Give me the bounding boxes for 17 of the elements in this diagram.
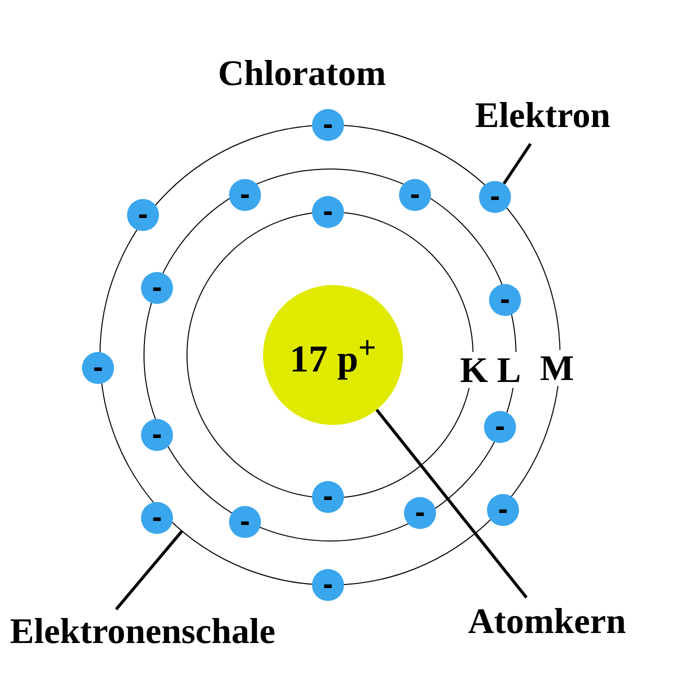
callout-label: Elektron [475, 97, 610, 133]
diagram-title: Chloratom [218, 55, 386, 91]
electron: - [127, 199, 159, 231]
electron: - [487, 494, 519, 526]
electron: - [312, 109, 344, 141]
shell-letter: L [497, 352, 522, 388]
leader-line [502, 142, 532, 185]
shell-letter: K [460, 352, 488, 388]
electron: - [312, 569, 344, 601]
electron: - [141, 502, 173, 534]
callout-label: Atomkern [468, 603, 626, 639]
shell-letter: M [540, 350, 574, 386]
callout-label: Elektronenschale [10, 613, 276, 649]
nucleus-label: 17 p$^{+}$ [290, 332, 376, 378]
leader-line [375, 408, 528, 599]
electron: - [82, 352, 114, 384]
leader-line [114, 530, 184, 610]
